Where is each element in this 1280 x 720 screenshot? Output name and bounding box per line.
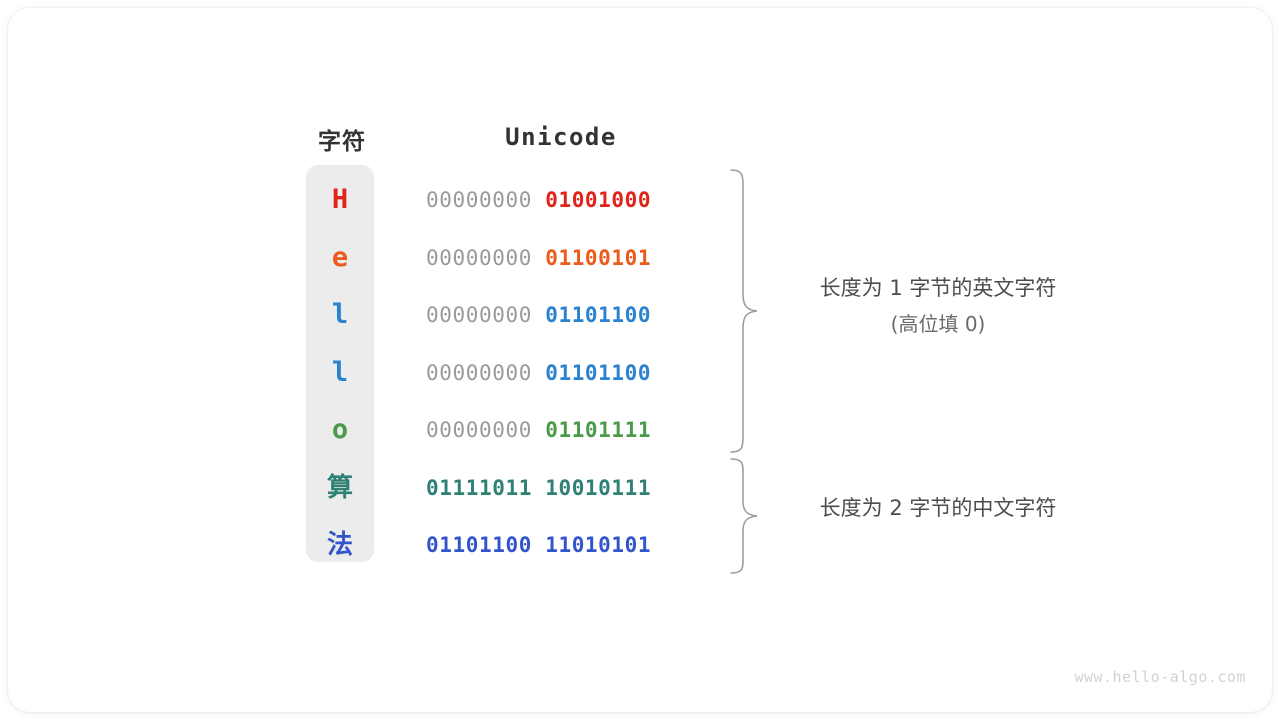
column-header-unicode: Unicode <box>505 123 617 151</box>
encoding-row: e 00000000 01100101 <box>8 236 1272 280</box>
unicode-bits-cell: 00000000 01101100 <box>426 293 696 337</box>
encoding-row: l 00000000 01101100 <box>8 351 1272 395</box>
unicode-bits-cell: 00000000 01001000 <box>426 178 696 222</box>
encoding-row: 算 01111011 10010111 <box>8 466 1272 510</box>
unicode-high-byte: 00000000 <box>426 303 532 327</box>
encoding-row: o 00000000 01101111 <box>8 408 1272 452</box>
unicode-bits-cell: 00000000 01100101 <box>426 236 696 280</box>
character-cell: 算 <box>326 472 353 503</box>
character-cell: l <box>331 299 349 330</box>
brace-one-byte <box>730 169 758 453</box>
unicode-high-byte: 00000000 <box>426 360 532 385</box>
encoding-row: l 00000000 01101100 <box>8 293 1272 337</box>
annotation-one-byte: 长度为 1 字节的英文字符 (高位填 0) <box>778 270 1098 342</box>
annotation-one-byte-main: 长度为 1 字节的英文字符 <box>819 276 1057 300</box>
unicode-low-byte: 01001000 <box>545 188 652 212</box>
annotation-two-byte: 长度为 2 字节的中文字符 <box>778 490 1098 526</box>
annotation-one-byte-sub: (高位填 0) <box>890 312 986 336</box>
unicode-bits-cell: 01111011 10010111 <box>426 466 696 510</box>
unicode-low-byte: 01100101 <box>545 245 652 270</box>
unicode-low-byte: 11010101 <box>545 533 652 557</box>
unicode-high-byte: 01101100 <box>426 533 532 557</box>
unicode-low-byte: 01101111 <box>545 418 652 442</box>
character-column-background <box>306 165 374 562</box>
unicode-high-byte: 00000000 <box>426 188 532 212</box>
brace-two-byte <box>730 458 758 574</box>
unicode-high-byte: 01111011 <box>426 475 532 500</box>
encoding-row: H 00000000 01001000 <box>8 178 1272 222</box>
unicode-bits-cell: 01101100 11010101 <box>426 523 696 567</box>
unicode-high-byte: 00000000 <box>426 418 532 442</box>
character-cell: e <box>331 241 349 273</box>
unicode-low-byte: 01101100 <box>545 360 652 385</box>
unicode-bits-cell: 00000000 01101100 <box>426 351 696 395</box>
annotation-two-byte-main: 长度为 2 字节的中文字符 <box>819 496 1057 520</box>
character-cell: l <box>331 356 349 388</box>
unicode-low-byte: 10010111 <box>545 475 652 500</box>
encoding-row: 法 01101100 11010101 <box>8 523 1272 567</box>
unicode-high-byte: 00000000 <box>426 245 532 270</box>
character-cell: 法 <box>326 530 353 560</box>
column-header-character: 字符 <box>318 128 366 154</box>
unicode-low-byte: 01101100 <box>545 303 652 327</box>
figure-stage: 字符 Unicode H 00000000 01001000 e 00000000 0… <box>8 8 1272 712</box>
watermark: www.hello-algo.com <box>1074 668 1246 686</box>
character-cell: H <box>331 184 349 215</box>
character-cell: o <box>331 414 349 445</box>
unicode-bits-cell: 00000000 01101111 <box>426 408 696 452</box>
figure-card: 字符 Unicode H 00000000 01001000 e 00000000 0… <box>8 8 1272 712</box>
